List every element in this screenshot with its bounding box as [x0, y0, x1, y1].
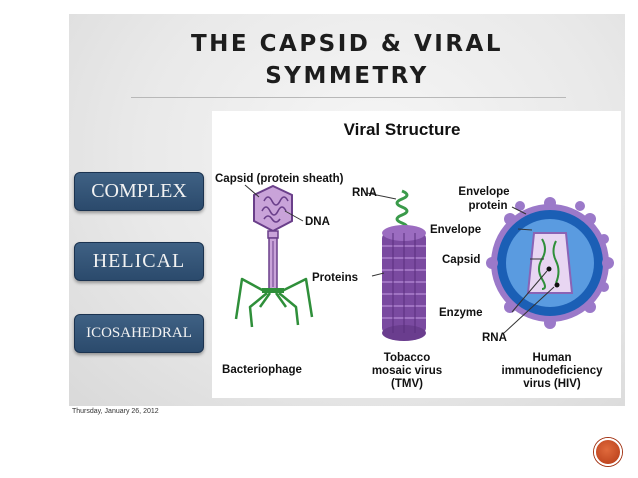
label-envelope-protein-line-2: protein — [469, 200, 508, 212]
slide-title: THE CAPSID & VIRAL SYMMETRY — [69, 28, 625, 92]
label-envelope-protein-line-1: Envelope — [458, 186, 509, 198]
tmv-illustration — [366, 189, 426, 341]
label-enzyme: Enzyme — [439, 307, 482, 319]
caption-tmv-line-3: (TMV) — [391, 378, 423, 390]
caption-tmv-line-1: Tobacco — [384, 352, 430, 364]
title-line-1: THE CAPSID & VIRAL — [190, 31, 503, 57]
title-line-2: SYMMETRY — [265, 63, 429, 89]
slide-date: Thursday, January 26, 2012 — [72, 408, 159, 415]
bacteriophage-illustration — [234, 184, 314, 328]
caption-hiv-line-2: immunodeficiency — [502, 365, 604, 377]
label-dna: DNA — [305, 216, 330, 228]
label-capsid-sheath: Capsid (protein sheath) — [215, 173, 344, 185]
caption-bacteriophage: Bacteriophage — [222, 364, 302, 376]
figure-heading: Viral Structure — [344, 120, 461, 139]
helical-button[interactable]: HELICAL — [74, 242, 204, 281]
label-envelope: Envelope — [430, 224, 481, 236]
caption-tmv-line-2: mosaic virus — [372, 365, 442, 377]
title-divider — [131, 97, 566, 98]
label-capsid: Capsid — [442, 254, 480, 266]
viral-structure-figure: Viral Structure Capsid (protein sheath) … — [212, 111, 621, 398]
caption-hiv-line-3: virus (HIV) — [523, 378, 581, 390]
complex-button[interactable]: COMPLEX — [74, 172, 204, 211]
next-slide-button[interactable] — [594, 438, 622, 466]
slide: THE CAPSID & VIRAL SYMMETRY COMPLEX HELI… — [69, 14, 625, 406]
label-proteins: Proteins — [312, 272, 358, 284]
label-rna-top: RNA — [352, 187, 377, 199]
hiv-illustration — [486, 197, 614, 334]
caption-hiv-line-1: Human — [533, 352, 572, 364]
label-rna-bottom: RNA — [482, 332, 507, 344]
icosahedral-button[interactable]: ICOSAHEDRAL — [74, 314, 204, 353]
